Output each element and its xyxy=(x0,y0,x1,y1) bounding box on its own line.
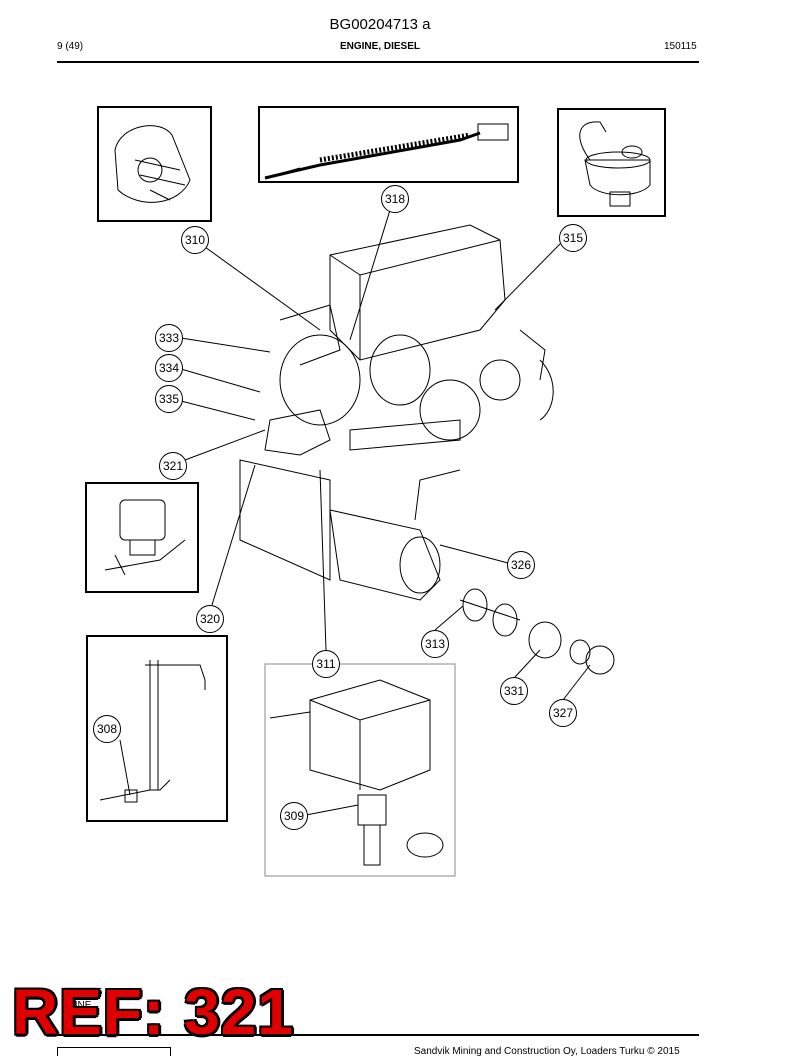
brand-logo-strip xyxy=(57,1047,171,1056)
callout-321: 321 xyxy=(159,452,187,480)
inset-frame-solenoid xyxy=(85,482,199,593)
callout-327: 327 xyxy=(549,699,577,727)
inset-frame-heater xyxy=(264,663,456,877)
tank-unit-part-drawing xyxy=(99,660,206,803)
header-rule xyxy=(57,61,699,63)
callout-326: 326 xyxy=(507,551,535,579)
valve-part-drawing xyxy=(114,125,191,203)
footer-section-label: GINE xyxy=(67,1000,92,1011)
callout-311: 311 xyxy=(312,650,340,678)
page-reference: PAGE 5 OF 6 xyxy=(67,987,128,998)
callout-315: 315 xyxy=(559,224,587,252)
callout-308: 308 xyxy=(93,715,121,743)
engine-assembly-drawing xyxy=(239,224,615,675)
ref-stamp: REF: 321 xyxy=(12,976,294,1048)
inset-frame-sensor xyxy=(258,106,519,183)
heater-part-drawing xyxy=(269,679,444,866)
callout-309: 309 xyxy=(280,802,308,830)
callout-313: 313 xyxy=(421,630,449,658)
callout-310: 310 xyxy=(181,226,209,254)
callout-333: 333 xyxy=(155,324,183,352)
solenoid-part-drawing xyxy=(104,499,186,576)
section-title: ENGINE, DIESEL xyxy=(339,41,420,52)
inset-frame-pump xyxy=(557,108,666,217)
copyright-text: Sandvik Mining and Construction Oy, Load… xyxy=(414,1046,680,1057)
inset-frame-tank-unit xyxy=(86,635,228,822)
callout-320: 320 xyxy=(196,605,224,633)
callout-318: 318 xyxy=(381,185,409,213)
document-id: BG00204713 a xyxy=(329,16,431,33)
header-date: 150115 xyxy=(664,41,697,52)
footer-rule xyxy=(57,1034,699,1036)
inset-frame-valve xyxy=(97,106,212,222)
leader-lines xyxy=(119,209,591,816)
callout-331: 331 xyxy=(500,677,528,705)
pump-part-drawing xyxy=(579,121,651,207)
callout-334: 334 xyxy=(155,354,183,382)
sensor-part-drawing xyxy=(264,123,509,180)
page-number: 9 (49) xyxy=(57,41,84,52)
callout-335: 335 xyxy=(155,385,183,413)
